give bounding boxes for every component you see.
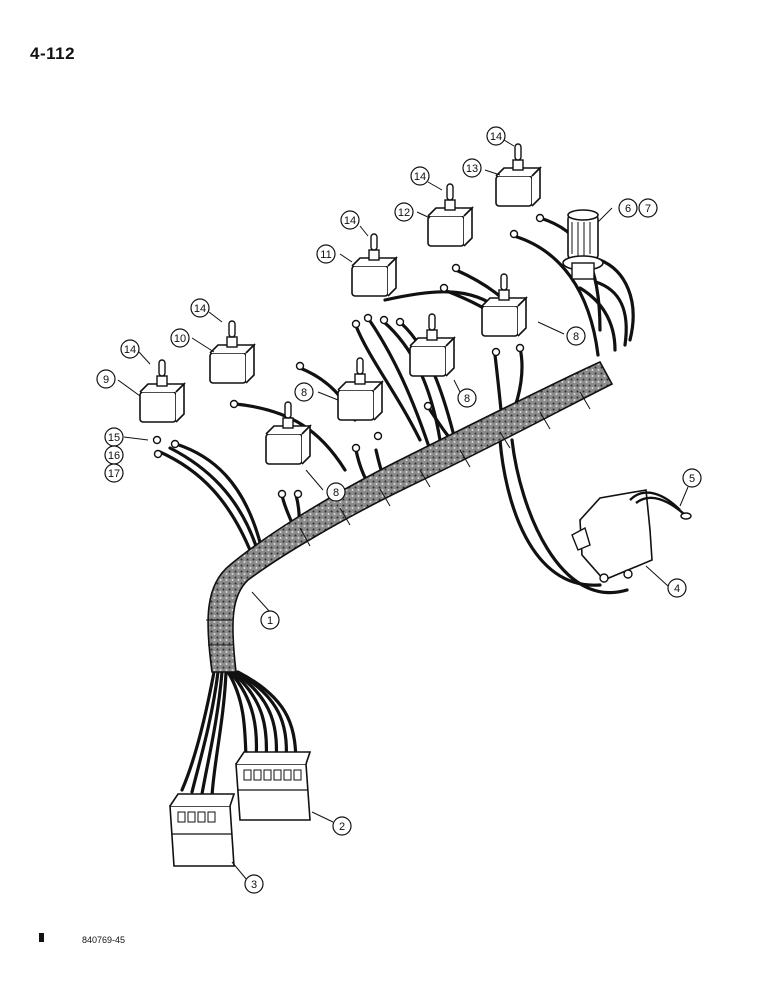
svg-text:8: 8 (333, 487, 339, 499)
sleeve-bands (206, 391, 591, 646)
corner-mark (39, 933, 44, 942)
callout-10: 10 (170, 328, 190, 348)
svg-text:16: 16 (108, 450, 120, 462)
toggle-switch-8-middle (337, 357, 383, 421)
callout-14-switch-10: 14 (190, 298, 210, 318)
connector-4 (571, 489, 653, 583)
callout-15: 15 (104, 427, 124, 447)
svg-text:8: 8 (301, 387, 307, 399)
svg-text:6: 6 (625, 203, 631, 215)
svg-text:9: 9 (103, 374, 109, 386)
svg-text:11: 11 (320, 249, 331, 261)
svg-text:17: 17 (108, 468, 120, 480)
wire-bundle (158, 216, 635, 798)
connector-3 (169, 793, 236, 867)
connector-2 (235, 751, 312, 821)
callout-8-right: 8 (566, 326, 586, 346)
svg-text:1: 1 (267, 615, 273, 627)
page-number: 4-112 (30, 44, 76, 63)
toggle-switch-9 (139, 359, 185, 423)
callout-leaders (117, 139, 689, 881)
callout-11: 11 (316, 244, 336, 264)
callout-5: 5 (682, 468, 702, 488)
callout-12: 12 (394, 202, 414, 222)
svg-text:8: 8 (464, 393, 470, 405)
toggle-switch-8-right (481, 273, 527, 337)
toggle-switch-10 (209, 320, 255, 384)
toggle-switch-8-center (409, 313, 455, 377)
svg-text:14: 14 (344, 215, 356, 227)
svg-text:14: 14 (490, 131, 502, 143)
svg-text:2: 2 (339, 821, 345, 833)
callout-1: 1 (260, 610, 280, 630)
svg-text:10: 10 (174, 333, 186, 345)
figure-code: 840769-45 (82, 935, 126, 945)
callout-13: 13 (462, 158, 482, 178)
callout-4: 4 (667, 578, 687, 598)
callout-8-lower: 8 (326, 482, 346, 502)
callout-16: 16 (104, 445, 124, 465)
ground-wire-5 (629, 491, 692, 520)
callout-14-switch-11: 14 (340, 210, 360, 230)
svg-text:8: 8 (573, 331, 579, 343)
callout-14-switch-13: 14 (486, 126, 506, 146)
svg-text:13: 13 (466, 163, 478, 175)
svg-text:5: 5 (689, 473, 695, 485)
callout-7: 7 (638, 198, 658, 218)
harness-sleeve (207, 360, 614, 673)
callout-2: 2 (332, 816, 352, 836)
svg-text:14: 14 (194, 303, 206, 315)
svg-text:12: 12 (398, 207, 410, 219)
callout-3: 3 (244, 874, 264, 894)
callout-8-center: 8 (457, 388, 477, 408)
svg-text:7: 7 (645, 203, 651, 215)
callout-14-switch-9: 14 (120, 339, 140, 359)
toggle-switch-12 (427, 183, 473, 247)
svg-text:15: 15 (108, 432, 120, 444)
callout-9: 9 (96, 369, 116, 389)
toggle-switch-11 (351, 233, 397, 297)
callout-17: 17 (104, 463, 124, 483)
callout-8-middle: 8 (294, 382, 314, 402)
svg-text:14: 14 (414, 171, 426, 183)
toggle-switch-13 (495, 143, 541, 207)
indicator-light-6-7 (562, 209, 604, 280)
callout-14-switch-12: 14 (410, 166, 430, 186)
svg-text:4: 4 (674, 583, 680, 595)
ring-terminals (152, 213, 545, 499)
svg-text:14: 14 (124, 344, 136, 356)
svg-text:3: 3 (251, 879, 257, 891)
callout-6: 6 (618, 198, 638, 218)
